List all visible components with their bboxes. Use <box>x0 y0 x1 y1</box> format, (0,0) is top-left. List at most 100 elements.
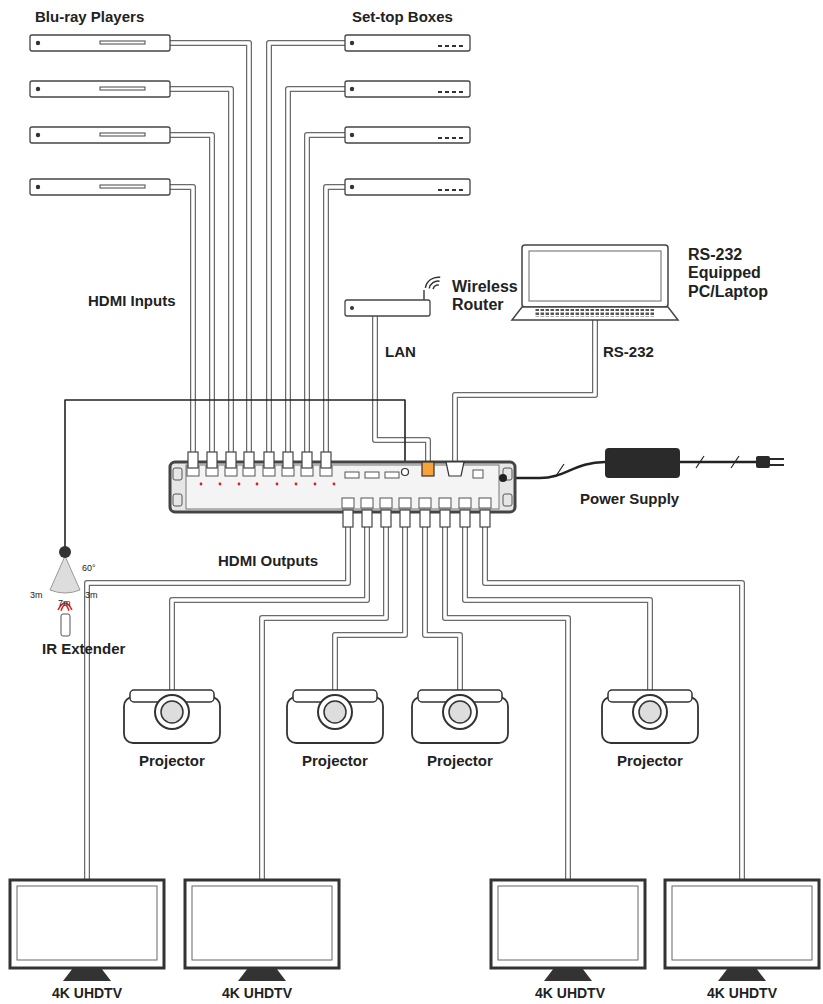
hdmi-out-port <box>479 498 491 508</box>
projector-label: Projector <box>302 752 368 769</box>
tv-label: 4K UHDTV <box>707 985 777 1001</box>
hdmi-out-port <box>439 498 451 508</box>
device-label: RS-232 Equipped PC/Laptop <box>688 246 788 301</box>
hdmi-plug <box>283 452 293 468</box>
disc-slot <box>100 133 145 136</box>
button <box>452 137 456 139</box>
disc-slot <box>100 87 145 90</box>
hdmi-cable-outline <box>326 187 347 455</box>
button <box>438 189 442 191</box>
hdmi-out-port <box>342 498 354 508</box>
projector-lens <box>443 695 477 729</box>
projector-lens <box>318 695 352 729</box>
button <box>438 137 442 139</box>
tv-screen <box>665 880 819 968</box>
ir-jack <box>402 469 409 476</box>
hdmi-cable <box>168 187 193 455</box>
group-label: HDMI Outputs <box>218 552 318 569</box>
mount-slot <box>173 494 182 506</box>
tv-label: 4K UHDTV <box>535 985 605 1001</box>
power-led <box>350 185 354 189</box>
lens-glass <box>639 701 661 723</box>
status-led <box>295 483 298 486</box>
device-name: Wireless Router <box>452 278 532 315</box>
device-name: Projector <box>302 752 368 769</box>
hdmi-cable <box>269 43 347 455</box>
button <box>459 91 463 93</box>
hdmi-cable <box>485 526 742 880</box>
power-led <box>36 41 40 45</box>
wifi-wave <box>432 284 439 289</box>
tv-stand <box>718 968 766 981</box>
tv-stand <box>238 968 286 981</box>
laptop-base <box>512 307 678 320</box>
device-name: 4K UHDTV <box>535 985 605 1001</box>
hdmi-cable <box>375 316 428 462</box>
hdmi-cable-outline <box>375 316 428 462</box>
button <box>459 189 463 191</box>
laptop-screen <box>522 245 668 307</box>
status-led <box>219 483 222 486</box>
disc-slot <box>100 41 145 44</box>
hdmi-cable <box>326 187 347 455</box>
hdmi-cable <box>168 43 249 455</box>
db9-connector <box>446 462 464 476</box>
tv-panel <box>192 886 332 960</box>
tv-stand <box>544 968 592 981</box>
set-top-box <box>345 179 470 195</box>
projector-body <box>287 697 383 743</box>
control-port <box>385 472 399 478</box>
button <box>445 45 449 47</box>
device-name: IR Extender <box>42 640 125 657</box>
hdmi-cable <box>262 526 386 880</box>
button <box>452 91 456 93</box>
device-name: Power Supply <box>580 490 679 507</box>
status-led <box>200 483 203 486</box>
projector-lens <box>633 695 667 729</box>
tv-panel <box>17 886 157 960</box>
range-label: 3m <box>30 590 43 600</box>
cable-layer <box>65 43 756 880</box>
hdmi-cable-outline <box>168 43 249 455</box>
hdmi-plug <box>264 452 274 468</box>
ir-eye <box>59 546 71 558</box>
hdmi-cable-outline <box>168 187 193 455</box>
device-label: IR Extender <box>42 640 125 657</box>
set-top-box <box>345 127 470 143</box>
rj45-plug <box>422 462 434 476</box>
device-name: Projector <box>139 752 205 769</box>
device-name: RS-232 Equipped PC/Laptop <box>688 246 788 301</box>
group-label: HDMI Inputs <box>88 292 176 309</box>
power-led <box>36 87 40 91</box>
bluray-player <box>30 35 170 51</box>
power-plug <box>756 456 770 468</box>
hdmi-out-port <box>419 498 431 508</box>
hdmi-cable-outline <box>269 43 347 455</box>
hdmi-cable-outline <box>307 135 347 455</box>
hdmi-plug <box>207 452 217 468</box>
power-brick <box>605 448 680 478</box>
plug-prong <box>770 458 784 460</box>
hdmi-cable <box>455 320 595 462</box>
ir-coverage-fan <box>50 556 80 593</box>
hdmi-cable <box>465 526 650 690</box>
control-port <box>365 472 379 478</box>
hdmi-cable-outline <box>465 526 650 690</box>
hdmi-plug <box>302 452 312 468</box>
hdmi-out-port <box>361 498 373 508</box>
status-led <box>333 483 336 486</box>
disc-slot <box>100 185 145 188</box>
tv-panel <box>672 886 812 960</box>
button <box>438 91 442 93</box>
hdmi-plug <box>244 452 254 468</box>
wire <box>680 461 756 464</box>
device-label: Power Supply <box>580 490 679 507</box>
bluray-player <box>30 81 170 97</box>
break-mark <box>556 464 564 476</box>
lens-glass <box>161 701 183 723</box>
device-name: 4K UHDTV <box>707 985 777 1001</box>
group-label: RS-232 <box>603 343 654 360</box>
hdmi-plug <box>188 452 198 468</box>
wireless-router <box>345 300 430 316</box>
